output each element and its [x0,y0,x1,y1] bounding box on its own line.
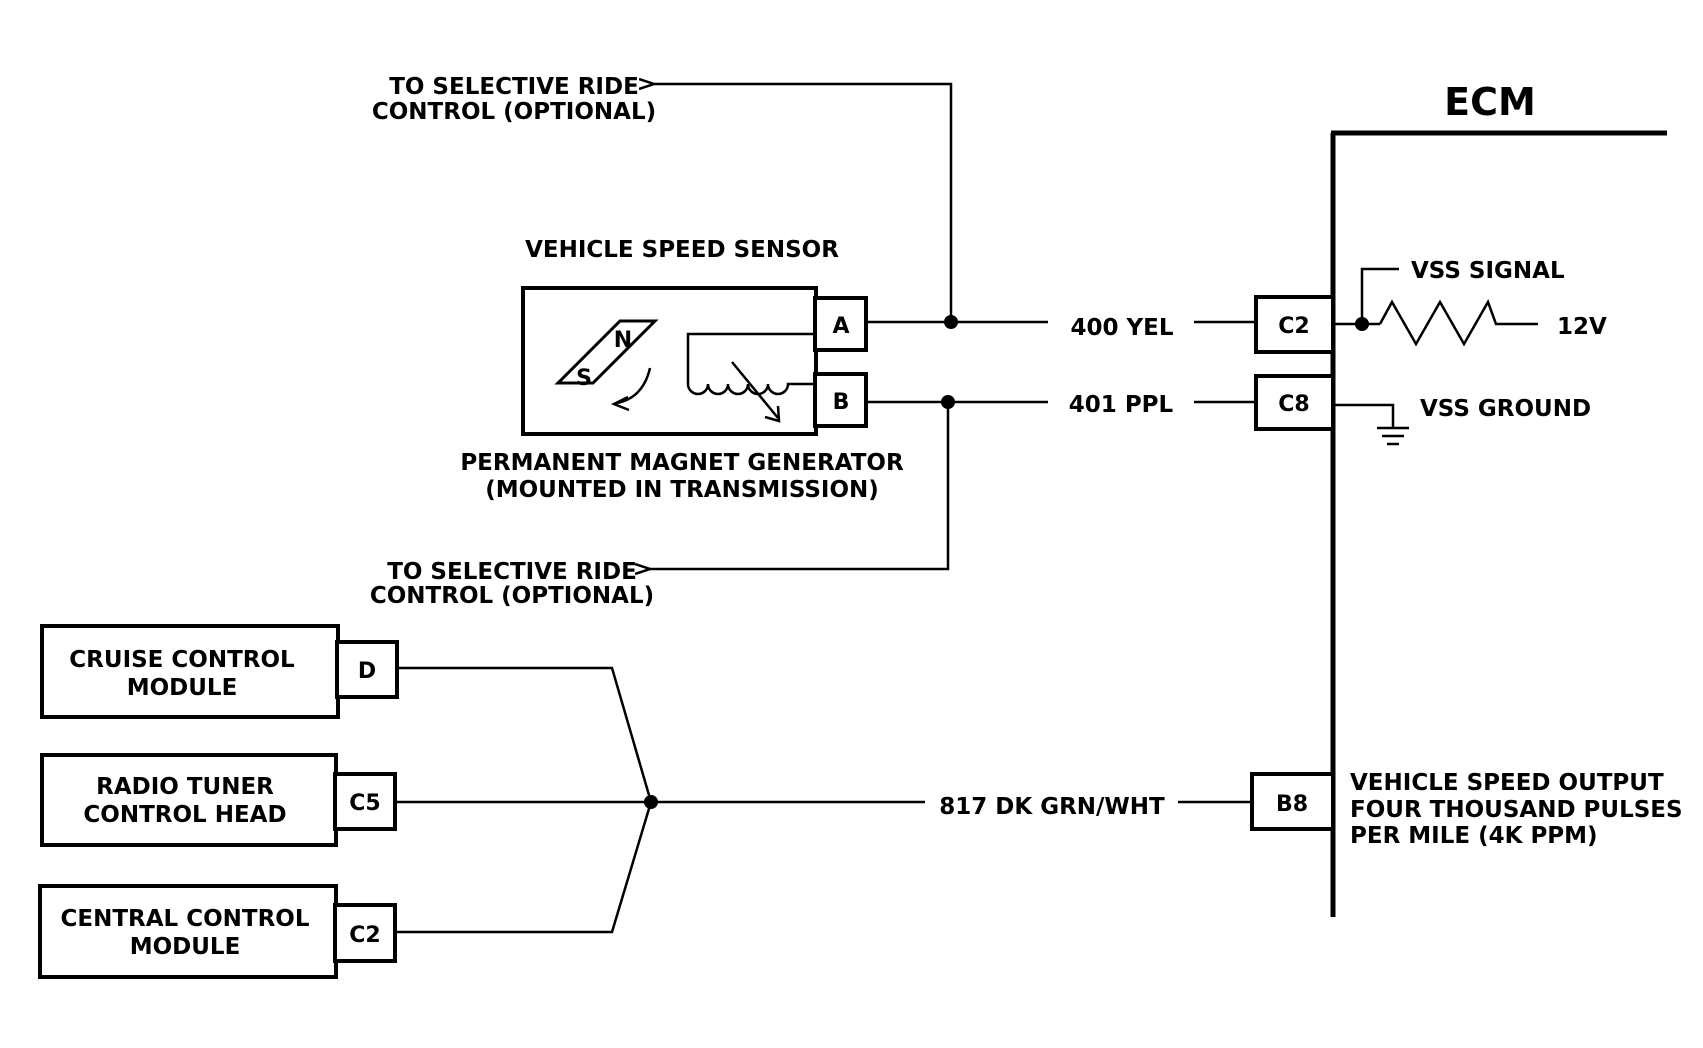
ecm-pin-b8: B8 VEHICLE SPEED OUTPUT FOUR THOUSAND PU… [1250,770,1683,849]
ecm-pin-b8-label: B8 [1276,792,1308,817]
vss-signal-label: VSS SIGNAL [1411,258,1565,284]
vss-pin-b-label: B [833,390,850,415]
cruise-module-line1: CRUISE CONTROL [69,647,295,673]
wire-grn-label: 817 DK GRN/WHT [939,794,1165,820]
magnet-north-label: N [614,328,632,353]
ground-icon [1377,426,1409,446]
radio-module-line2: CONTROL HEAD [83,802,286,828]
selective-ride-lower-line2: CONTROL (OPTIONAL) [370,583,654,609]
selective-ride-upper-wire [654,84,953,322]
central-module-line2: MODULE [130,934,241,960]
volt-label: 12V [1557,314,1607,340]
vss-pin-a [813,296,868,352]
selective-ride-lower-line1: TO SELECTIVE RIDE [387,559,637,585]
output-line1: VEHICLE SPEED OUTPUT [1350,770,1664,796]
ecm-pin-c2: C2 VSS SIGNAL 12V [1254,258,1607,354]
wire-ppl-label: 401 PPL [1069,392,1174,418]
magnet-south-label: S [576,366,592,391]
vehicle-speed-sensor: VEHICLE SPEED SENSOR N S A B PERMANENT M… [460,237,904,503]
coil-icon [686,332,816,423]
central-module-line1: CENTRAL CONTROL [61,906,310,932]
wire-400-yel: 400 YEL [866,315,1257,341]
radio-pin-label: C5 [349,791,380,816]
ecm-title: ECM [1444,80,1536,124]
ecm-pin-c8: C8 VSS GROUND [1254,374,1591,446]
selective-ride-lower: TO SELECTIVE RIDE CONTROL (OPTIONAL) [370,402,950,609]
radio-module-line1: RADIO TUNER [96,774,274,800]
cruise-module-line2: MODULE [127,675,238,701]
vss-pin-a-label: A [832,314,849,339]
cruise-pin-label: D [358,659,376,684]
cruise-control-module: CRUISE CONTROL MODULE D [40,624,399,719]
central-control-module: CENTRAL CONTROL MODULE C2 [38,884,397,979]
splice-dot [941,395,955,409]
magnet-icon: N S [554,319,659,412]
selective-ride-upper-line1: TO SELECTIVE RIDE [389,74,639,100]
selective-ride-upper: TO SELECTIVE RIDE CONTROL (OPTIONAL) [372,74,953,322]
vss-pin-b [813,372,868,428]
vss-housing [521,286,818,436]
output-line2: FOUR THOUSAND PULSES [1350,797,1683,823]
wire-yel-label: 400 YEL [1070,315,1173,341]
wire-401-ppl: 401 PPL [866,392,1257,418]
output-line3: PER MILE (4K PPM) [1350,823,1598,849]
vss-title: VEHICLE SPEED SENSOR [525,237,839,263]
vss-caption-line2: (MOUNTED IN TRANSMISSION) [485,477,879,503]
radio-tuner-control-head: RADIO TUNER CONTROL HEAD C5 [40,753,397,847]
selective-ride-upper-line2: CONTROL (OPTIONAL) [372,99,656,125]
central-pin-label: C2 [349,923,380,948]
vss-caption-line1: PERMANENT MAGNET GENERATOR [460,450,904,476]
pullup-resistor-icon [1378,299,1538,347]
ecm-pin-c2-label: C2 [1278,314,1309,339]
ecm-pin-c8-label: C8 [1278,392,1309,417]
vss-ground-label: VSS GROUND [1420,396,1591,422]
splice-dot [944,315,958,329]
selective-ride-lower-wire [650,402,950,569]
rotation-arrow [616,367,652,405]
wire-817-dk-grn-wht: 817 DK GRN/WHT [395,666,1253,934]
